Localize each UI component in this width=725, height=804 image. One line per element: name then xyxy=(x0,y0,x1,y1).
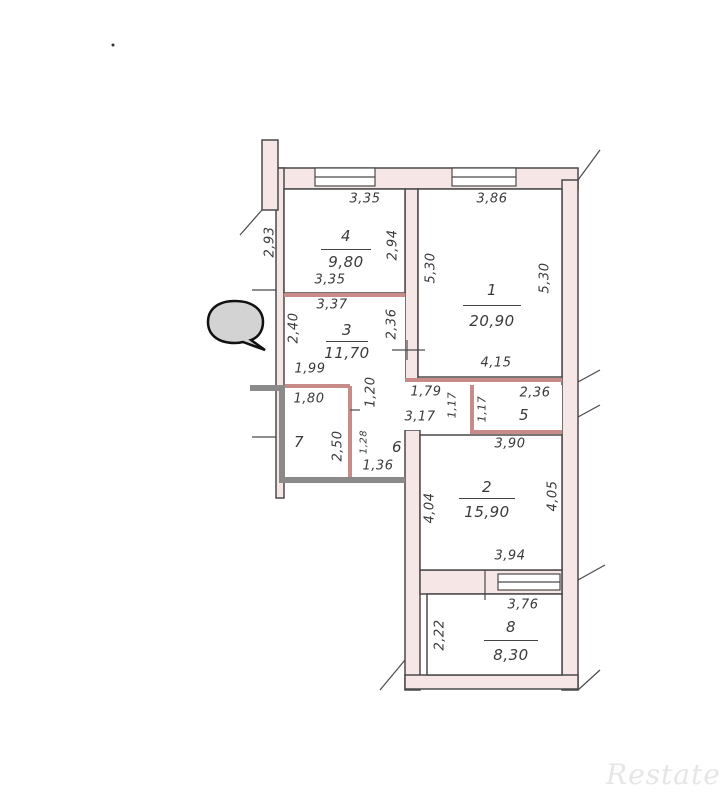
room-divider xyxy=(484,640,538,641)
dim-label: 1,79 xyxy=(410,384,442,400)
corner-stub xyxy=(261,139,279,211)
room-area: 9,80 xyxy=(328,253,364,271)
dim-label: 2,94 xyxy=(385,229,401,261)
room-1-floor xyxy=(417,188,563,378)
room-divider xyxy=(321,249,371,250)
dim-label: 3,90 xyxy=(494,436,526,452)
room-4-floor xyxy=(283,188,406,294)
room-divider xyxy=(463,305,521,306)
restate-watermark-logo: Restate xyxy=(606,758,721,791)
room-8-floor xyxy=(426,593,563,676)
dim-label: 2,40 xyxy=(286,312,302,344)
room-number: 5 xyxy=(518,406,530,424)
dim-label: 3,35 xyxy=(314,272,346,288)
room-area: 8,30 xyxy=(493,646,529,664)
dim-label: 1,99 xyxy=(294,361,326,377)
dim-label: 4,04 xyxy=(422,492,438,524)
dim-label: 3,17 xyxy=(404,409,436,425)
dim-label: 5,30 xyxy=(423,252,439,284)
room-number: 6 xyxy=(391,438,403,456)
room-divider xyxy=(326,341,368,342)
dim-label: 2,22 xyxy=(432,619,448,651)
dim-label: 5,30 xyxy=(537,262,553,294)
dim-label: 2,36 xyxy=(519,385,551,401)
room-divider xyxy=(459,498,515,499)
dim-label: 2,93 xyxy=(262,226,278,258)
corridor-floor xyxy=(352,385,562,430)
room-number: 2 xyxy=(481,478,493,496)
dim-label: 4,05 xyxy=(545,480,561,512)
dim-label: 1,17 xyxy=(445,391,459,419)
room-number: 4 xyxy=(340,227,352,245)
room-area: 15,90 xyxy=(464,503,510,521)
dim-label: 1,17 xyxy=(475,395,489,423)
dim-label: 3,37 xyxy=(316,297,348,313)
inner-wall-2 xyxy=(404,429,421,691)
dim-label: 1,20 xyxy=(363,376,379,408)
dim-label: 3,35 xyxy=(349,191,381,207)
room-number: 3 xyxy=(341,321,353,339)
dim-label: 1,28 xyxy=(358,429,370,455)
dim-label: 3,86 xyxy=(476,191,508,207)
dim-label: 2,50 xyxy=(330,430,346,462)
room-number: 7 xyxy=(293,433,305,451)
room-2-floor xyxy=(419,434,563,571)
room-number: 8 xyxy=(505,618,517,636)
dim-label: 3,76 xyxy=(507,597,539,613)
right-wall xyxy=(561,179,579,691)
room-number: 1 xyxy=(486,281,498,299)
dim-label: 1,80 xyxy=(293,391,325,407)
dim-label: 4,15 xyxy=(480,355,512,371)
speech-bubble-icon[interactable] xyxy=(205,298,269,352)
dim-label: 3,94 xyxy=(494,548,526,564)
left-wall xyxy=(275,167,285,499)
bottom-wall xyxy=(404,674,579,690)
room-area: 20,90 xyxy=(469,312,515,330)
room-area: 11,70 xyxy=(324,344,370,362)
dim-label: 2,36 xyxy=(384,308,400,340)
dim-label: 1,36 xyxy=(362,458,394,474)
